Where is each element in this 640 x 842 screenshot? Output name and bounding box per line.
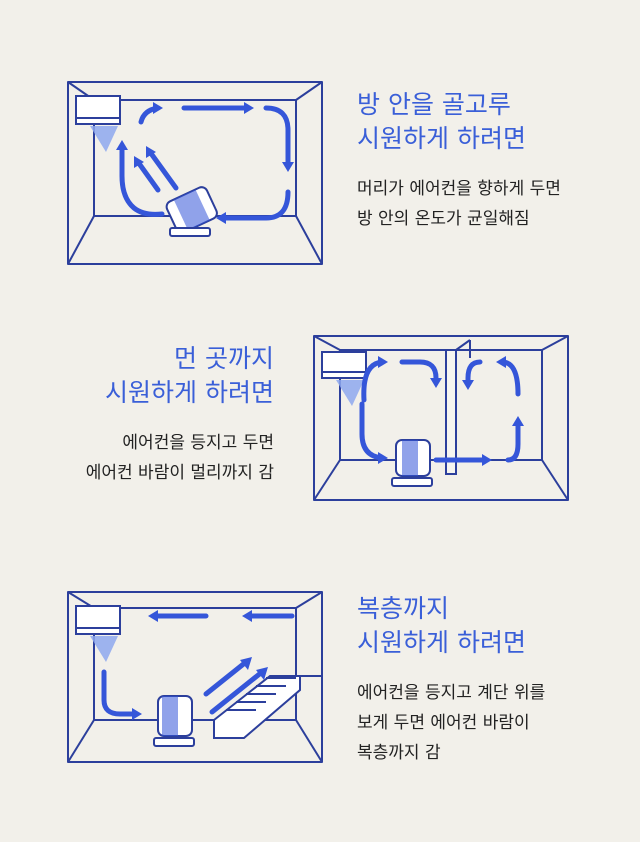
- title-line: 시원하게 하려면: [357, 628, 526, 657]
- partition-wall: [445, 339, 471, 475]
- circulator-fan-icon: [165, 186, 218, 234]
- section-title: 방 안을 골고루 시원하게 하려면: [357, 88, 561, 156]
- air-conditioner-icon: [75, 95, 121, 152]
- airflow-arrows: [116, 102, 294, 224]
- section-3-text: 복층까지 시원하게 하려면 에어컨을 등지고 계단 위를 보게 두면 에어컨 바…: [357, 592, 545, 768]
- title-line: 방 안을 골고루: [357, 90, 511, 119]
- staircase-icon: [213, 675, 322, 739]
- air-conditioner-icon: [75, 605, 121, 662]
- circulator-fan-icon: [153, 695, 195, 747]
- section-loft-cooling: 복층까지 시원하게 하려면 에어컨을 등지고 계단 위를 보게 두면 에어컨 바…: [0, 550, 640, 842]
- room-illustration-3: [67, 591, 323, 763]
- fan-base-icon: [169, 227, 211, 237]
- desc-line: 에어컨 바람이 멀리까지 감: [85, 463, 274, 483]
- section-2-text: 먼 곳까지 시원하게 하려면 에어컨을 등지고 두면 에어컨 바람이 멀리까지 …: [86, 342, 274, 488]
- desc-line: 머리가 에어컨을 향하게 두면: [357, 179, 561, 199]
- title-line: 시원하게 하려면: [357, 124, 526, 153]
- desc-line: 에어컨을 등지고 두면: [122, 433, 274, 453]
- section-description: 에어컨을 등지고 두면 에어컨 바람이 멀리까지 감: [86, 428, 274, 488]
- title-line: 시원하게 하려면: [105, 378, 274, 407]
- airflow-arrows: [359, 356, 524, 466]
- desc-line: 에어컨을 등지고 계단 위를: [357, 683, 546, 703]
- section-description: 에어컨을 등지고 계단 위를 보게 두면 에어컨 바람이 복층까지 감: [357, 678, 545, 768]
- desc-line: 보게 두면 에어컨 바람이: [357, 713, 530, 733]
- section-title: 복층까지 시원하게 하려면: [357, 592, 545, 660]
- room-illustration-1: [67, 81, 323, 265]
- section-far-cooling: 먼 곳까지 시원하게 하려면 에어컨을 등지고 두면 에어컨 바람이 멀리까지 …: [0, 280, 640, 550]
- airflow-arrows: [101, 610, 295, 720]
- section-title: 먼 곳까지 시원하게 하려면: [86, 342, 274, 410]
- section-even-cooling: 방 안을 골고루 시원하게 하려면 머리가 에어컨을 향하게 두면 방 안의 온…: [0, 0, 640, 280]
- title-line: 먼 곳까지: [174, 344, 274, 373]
- air-conditioner-icon: [321, 351, 367, 406]
- section-description: 머리가 에어컨을 향하게 두면 방 안의 온도가 균일해짐: [357, 174, 561, 234]
- title-line: 복층까지: [357, 594, 450, 623]
- desc-line: 방 안의 온도가 균일해짐: [357, 209, 530, 229]
- desc-line: 복층까지 감: [357, 743, 441, 763]
- circulator-fan-icon: [391, 439, 433, 487]
- section-1-text: 방 안을 골고루 시원하게 하려면 머리가 에어컨을 향하게 두면 방 안의 온…: [357, 88, 561, 234]
- room-illustration-2: [313, 335, 569, 501]
